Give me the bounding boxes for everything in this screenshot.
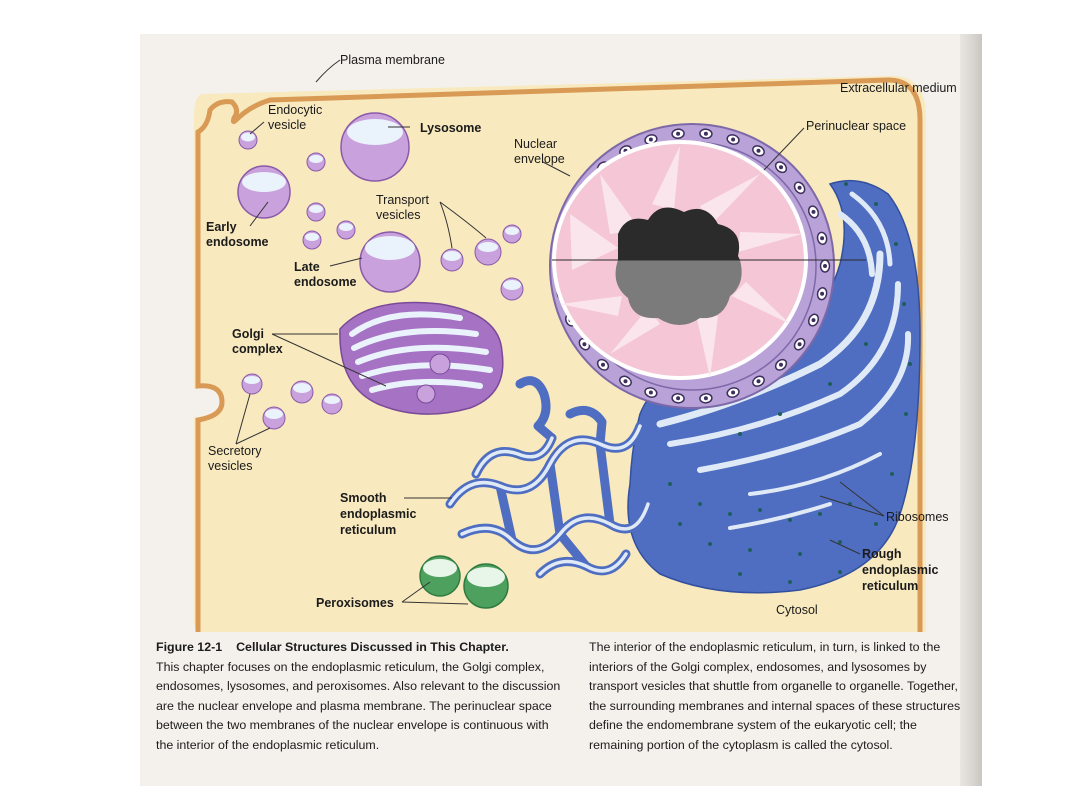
figure-title: Cellular Structures Discussed in This Ch…	[236, 640, 509, 654]
nuclear-pore-center	[703, 131, 708, 136]
late-endosome	[359, 231, 421, 293]
lysosome	[340, 112, 410, 182]
nuclear-pore-center	[582, 342, 587, 347]
nuclear-pore-center	[823, 264, 827, 268]
plasma-membrane	[195, 77, 923, 632]
secretory-vesicles	[241, 373, 343, 430]
nuclear-pore-center	[676, 396, 681, 401]
figure-number: Figure 12-1	[156, 640, 223, 654]
label-lysosome: Lysosome	[420, 121, 481, 135]
caption-right-text: The interior of the endoplasmic reticulu…	[589, 640, 961, 752]
peroxisomes	[419, 555, 509, 609]
label-extracellular-medium: Extracellular medium	[840, 81, 957, 95]
label-perinuclear-space: Perinuclear space	[806, 119, 906, 133]
nuclear-pore-center	[820, 236, 825, 241]
nuclear-pore-center	[756, 379, 761, 384]
page-edge-shadow	[960, 34, 982, 786]
nuclear-pore-center	[797, 342, 802, 347]
nuclear-pore-center	[676, 131, 681, 136]
cell-diagram: Plasma membrane Extracellular medium End…	[194, 53, 957, 633]
nuclear-pore-center	[648, 390, 653, 395]
figure-caption-title: Figure 12-1 Cellular Structures Discussed…	[156, 638, 561, 658]
label-ribosomes: Ribosomes	[886, 510, 949, 524]
nuclear-pore-center	[601, 362, 605, 367]
nuclear-pore-center	[820, 291, 825, 296]
nuclear-pore-center	[648, 137, 653, 142]
figure-caption-left: Figure 12-1 Cellular Structures Discussed…	[156, 638, 561, 755]
label-peroxisomes: Peroxisomes	[316, 596, 394, 610]
nuclear-pore-center	[779, 362, 783, 367]
golgi-complex	[339, 301, 504, 415]
nuclear-pore-center	[811, 209, 816, 214]
nucleolus-lower	[615, 260, 742, 325]
nuclear-pore-center	[703, 396, 708, 401]
nuclear-pore-center	[811, 318, 816, 323]
caption-left-text: This chapter focuses on the endoplasmic …	[156, 659, 561, 752]
label-plasma-membrane: Plasma membrane	[340, 53, 445, 67]
early-endosome	[237, 165, 291, 219]
nuclear-pore-center	[797, 185, 802, 190]
nuclear-pore-center	[623, 379, 628, 384]
nucleus	[549, 123, 866, 409]
label-cytosol: Cytosol	[776, 603, 818, 617]
smooth-er-lumen	[448, 424, 650, 576]
nuclear-pore-center	[731, 137, 736, 142]
nuclear-pore-center	[779, 165, 783, 170]
nuclear-pore-center	[756, 148, 761, 153]
nuclear-pore-center	[731, 390, 736, 395]
textbook-page: Plasma membrane Extracellular medium End…	[140, 34, 982, 786]
leader-lines	[235, 59, 885, 605]
transport-vesicles	[302, 152, 524, 301]
endocytic-vesicle	[238, 130, 258, 150]
chromatin-pattern	[560, 146, 802, 378]
nucleolus	[618, 207, 740, 260]
rough-er	[627, 179, 921, 594]
figure-caption-right: The interior of the endoplasmic reticulu…	[589, 638, 967, 755]
